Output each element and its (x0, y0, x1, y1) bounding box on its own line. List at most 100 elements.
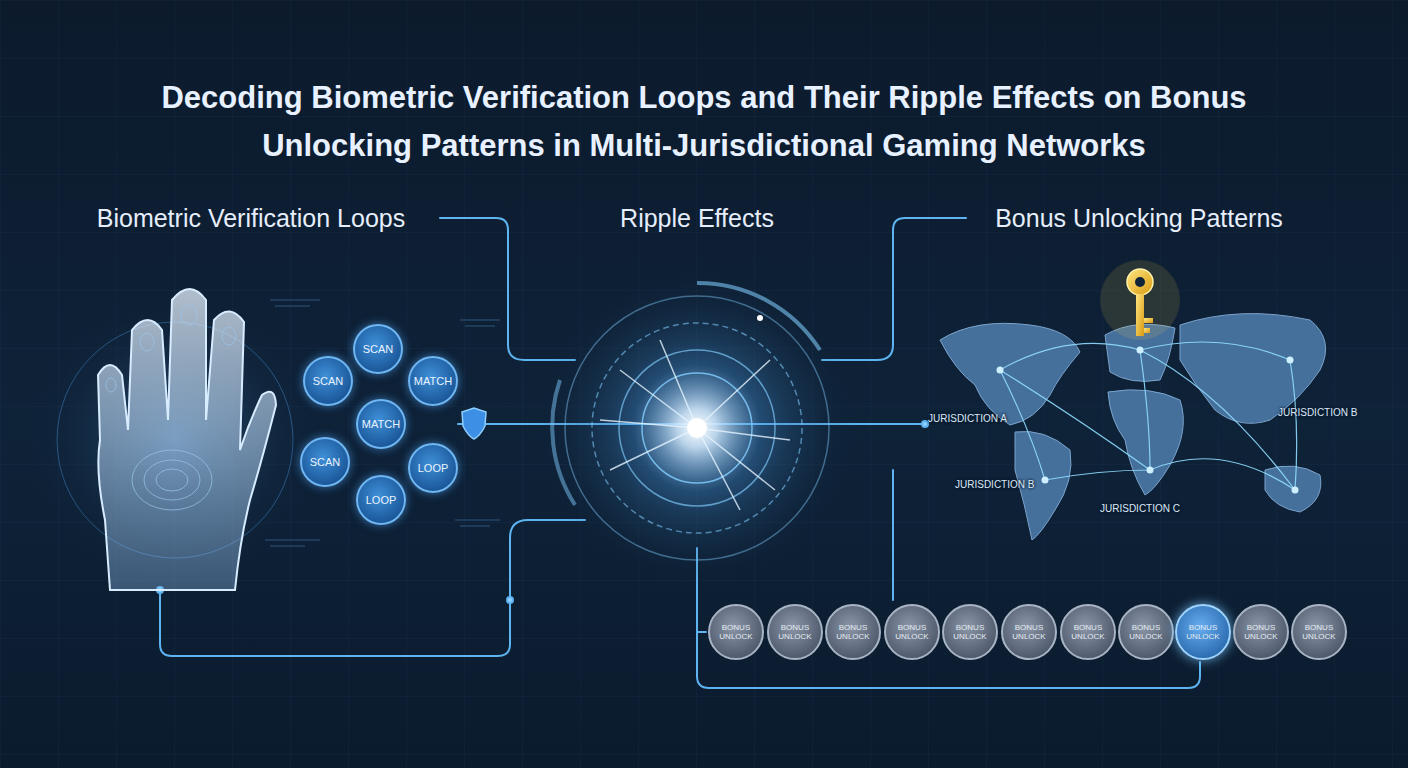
node-text: BONUS UNLOCK (710, 623, 762, 641)
verification-step: MATCH (356, 399, 406, 449)
map-nodes (1137, 347, 1144, 354)
node-text: LOOP (418, 462, 449, 474)
verification-step: SCAN (353, 324, 403, 374)
node-text: MATCH (414, 375, 452, 387)
bonus-unlock-circle: BONUS UNLOCK (884, 604, 940, 660)
hand-illustration (25, 289, 325, 590)
node-text: BONUS UNLOCK (944, 623, 996, 641)
ripple-orb (537, 268, 857, 588)
verification-step: MATCH (408, 356, 458, 406)
bonus-unlock-circle: BONUS UNLOCK (942, 604, 998, 660)
hand-illustration (222, 327, 236, 345)
bonus-unlock-circle: BONUS UNLOCK (767, 604, 823, 660)
hand-illustration (140, 333, 154, 351)
world-map (1108, 390, 1183, 495)
node-text: MATCH (362, 418, 400, 430)
node-text: SCAN (310, 456, 341, 468)
ripple-orb (642, 373, 752, 483)
golden-key (1135, 277, 1145, 287)
connector-lines (922, 421, 928, 427)
ripple-orb (565, 296, 829, 560)
node-text: BONUS UNLOCK (1003, 623, 1055, 641)
golden-key (1136, 294, 1144, 336)
bonus-unlock-circle: BONUS UNLOCK (1001, 604, 1057, 660)
node-text: SCAN (313, 375, 344, 387)
ripple-orb (697, 283, 820, 350)
shield-icon (462, 408, 486, 439)
hand-illustration (25, 290, 325, 590)
world-map (1265, 466, 1321, 512)
connector-lines (440, 218, 575, 360)
golden-key (1100, 260, 1180, 340)
hand-illustration (106, 378, 116, 392)
map-nodes (1292, 487, 1299, 494)
world-map (940, 323, 1080, 425)
node-text: BONUS UNLOCK (1293, 623, 1345, 641)
bonus-unlock-circle: BONUS UNLOCK (1233, 604, 1289, 660)
connector-lines (157, 218, 1200, 688)
ripple-orb (552, 283, 829, 560)
hand-illustration (106, 305, 236, 510)
map-nodes (997, 347, 1299, 494)
map-label: JURISDICTION B (955, 479, 1034, 490)
world-map (940, 314, 1326, 540)
map-label: JURISDICTION C (1100, 503, 1180, 514)
node-text: BONUS UNLOCK (769, 623, 821, 641)
hand-illustration (98, 289, 276, 590)
connector-lines (697, 631, 706, 633)
ripple-orb (757, 315, 763, 321)
map-label: JURISDICTION A (928, 413, 1007, 424)
verification-step: SCAN (303, 356, 353, 406)
verification-step: LOOP (356, 475, 406, 525)
cluster-decoration (265, 300, 500, 546)
hand-illustration (156, 469, 188, 491)
golden-key (1127, 269, 1153, 295)
node-text: BONUS UNLOCK (827, 623, 879, 641)
ripple-orb (619, 350, 775, 506)
ripple-orb (552, 380, 575, 505)
node-text: BONUS UNLOCK (886, 623, 938, 641)
section-heading: Biometric Verification Loops (97, 204, 405, 233)
golden-key (1144, 318, 1153, 323)
node-text: BONUS UNLOCK (1235, 623, 1287, 641)
map-network (1000, 342, 1297, 490)
section-heading: Bonus Unlocking Patterns (995, 204, 1283, 233)
node-text: BONUS UNLOCK (1177, 623, 1229, 641)
cluster-decoration (265, 300, 500, 546)
node-text: BONUS UNLOCK (1120, 623, 1172, 641)
hand-illustration (144, 460, 200, 500)
node-text: BONUS UNLOCK (1062, 623, 1114, 641)
hand-illustration (132, 450, 212, 510)
verification-step: SCAN (300, 437, 350, 487)
map-network (1000, 342, 1297, 490)
golden-key (1100, 260, 1180, 340)
node-text: LOOP (366, 494, 397, 506)
ripple-orb (537, 268, 857, 588)
ripple-orb (600, 340, 790, 510)
map-nodes (1042, 477, 1049, 484)
bonus-unlock-circle: BONUS UNLOCK (708, 604, 764, 660)
ripple-orb (592, 323, 802, 533)
map-label: JURISDICTION B (1278, 407, 1357, 418)
map-nodes (1147, 467, 1154, 474)
golden-key (1144, 328, 1150, 333)
shield-icon (462, 408, 486, 439)
diagram-title: Decoding Biometric Verification Loops an… (84, 74, 1324, 170)
ripple-orb (687, 418, 707, 438)
bonus-unlock-circle: BONUS UNLOCK (1291, 604, 1347, 660)
bonus-unlock-circle: BONUS UNLOCK (1175, 604, 1231, 660)
bonus-unlock-circle: BONUS UNLOCK (825, 604, 881, 660)
map-nodes (997, 367, 1004, 374)
map-nodes (1287, 357, 1294, 364)
bonus-unlock-circle: BONUS UNLOCK (1118, 604, 1174, 660)
ripple-orb (600, 340, 790, 510)
verification-step: LOOP (408, 443, 458, 493)
connector-lines (507, 597, 513, 603)
node-text: SCAN (363, 343, 394, 355)
section-heading: Ripple Effects (620, 204, 774, 233)
hand-illustration (181, 305, 197, 325)
bonus-unlock-circle: BONUS UNLOCK (1060, 604, 1116, 660)
connector-lines (892, 470, 894, 600)
